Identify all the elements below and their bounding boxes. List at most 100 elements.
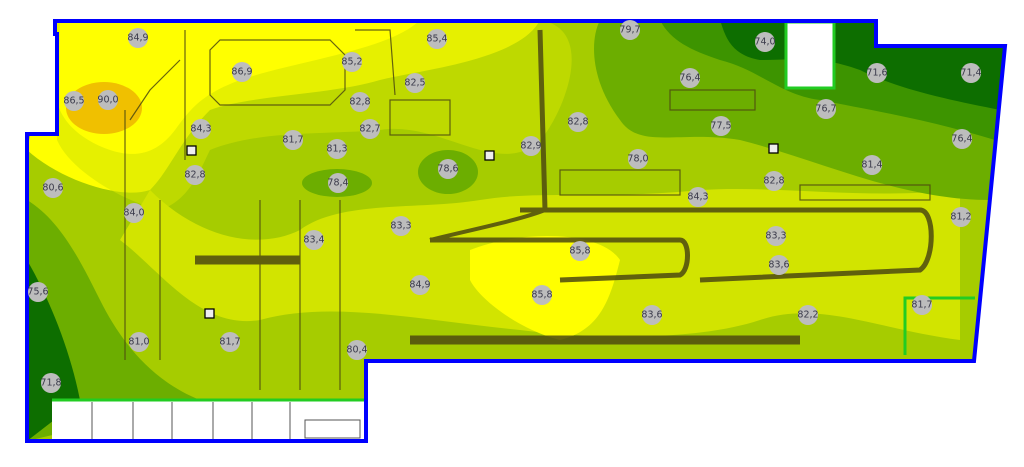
measurement-value: 82,8: [184, 170, 205, 181]
measurement-value: 85,2: [341, 57, 362, 68]
measurement-marker: [98, 90, 118, 110]
service-room-partitions: [91, 402, 361, 440]
measurement-value: 84,9: [127, 33, 148, 44]
measurement-point: 83,6: [768, 255, 790, 275]
measurement-value: 86,9: [231, 67, 252, 78]
measurement-point: 76,4: [951, 129, 973, 149]
measurement-point: 79,7: [619, 20, 641, 40]
measurement-point: 81,0: [128, 332, 150, 352]
measurement-point: 82,8: [184, 165, 206, 185]
measurement-value: 86,5: [63, 96, 84, 107]
measurement-point: 84,0: [123, 203, 145, 223]
measurement-point: 82,7: [359, 119, 381, 139]
measurement-point: 82,8: [567, 112, 589, 132]
measurement-point: 82,9: [520, 136, 542, 156]
measurement-value: 71,8: [40, 378, 61, 389]
measurement-value: 82,8: [349, 97, 370, 108]
service-rooms: [52, 400, 366, 441]
measurement-point: 84,9: [409, 275, 431, 295]
measurement-value: 84,3: [687, 192, 708, 203]
measurement-point: 83,6: [641, 305, 663, 325]
measurement-marker: [628, 149, 648, 169]
hall-outline: [25, 19, 1008, 443]
measurement-value: 82,9: [520, 141, 541, 152]
measurement-marker: [304, 230, 324, 250]
measurement-value: 81,4: [861, 160, 882, 171]
measurement-marker: [28, 282, 48, 302]
measurement-value: 75,6: [27, 287, 48, 298]
measurement-marker: [129, 332, 149, 352]
measurement-value: 83,3: [765, 231, 786, 242]
measurement-point: 84,3: [687, 187, 709, 207]
measurement-point: 77,5: [710, 116, 732, 136]
measurement-value: 84,9: [409, 280, 430, 291]
measurement-point: 75,6: [27, 282, 49, 302]
measurement-point: 86,9: [231, 62, 253, 82]
measurement-value: 83,6: [641, 310, 662, 321]
contour-85-88-northwest: [57, 21, 420, 154]
measurement-marker: [680, 68, 700, 88]
measurement-marker: [191, 119, 211, 139]
measurement-value: 81,0: [128, 337, 149, 348]
measurement-marker: [41, 373, 61, 393]
measurement-value: 81,7: [911, 300, 932, 311]
measurement-value: 81,7: [282, 135, 303, 146]
measurement-value: 71,6: [866, 68, 887, 79]
measurement-point: 82,2: [797, 305, 819, 325]
measurement-point: 90,0: [97, 90, 119, 110]
measurement-marker: [342, 52, 362, 72]
measurement-value: 90,0: [97, 95, 118, 106]
measurement-value: 71,4: [960, 68, 981, 79]
measurement-point: 82,8: [763, 171, 785, 191]
measurement-marker: [912, 295, 932, 315]
measurement-marker: [798, 305, 818, 325]
measurement-value: 78,0: [627, 154, 648, 165]
measurement-marker: [620, 20, 640, 40]
measurement-value: 76,7: [815, 104, 836, 115]
measurement-value: 84,0: [123, 208, 144, 219]
measurement-point: 86,5: [63, 91, 85, 111]
measurement-value: 85,8: [531, 290, 552, 301]
measurement-marker: [283, 130, 303, 150]
measurement-marker: [642, 305, 662, 325]
measurement-marker: [438, 159, 458, 179]
measurement-point: 71,4: [960, 63, 982, 83]
measurement-point: 82,5: [404, 73, 426, 93]
measurement-point: 81,7: [282, 130, 304, 150]
measurement-point: 81,4: [861, 155, 883, 175]
measurement-value: 80,4: [346, 345, 367, 356]
measurement-value: 78,4: [327, 178, 348, 189]
measurement-marker: [862, 155, 882, 175]
measurement-marker: [816, 99, 836, 119]
measurement-marker: [128, 28, 148, 48]
measurement-marker: [220, 332, 240, 352]
measurement-point: 80,6: [42, 178, 64, 198]
measurement-value: 83,6: [768, 260, 789, 271]
measurement-point: 83,3: [765, 226, 787, 246]
floorplan-lines: [124, 29, 934, 390]
measurement-point: 71,6: [866, 63, 888, 83]
measurement-marker: [43, 178, 63, 198]
measurement-marker: [568, 112, 588, 132]
measurement-value: 85,8: [569, 246, 590, 257]
measurement-marker: [391, 216, 411, 236]
measurement-marker: [766, 226, 786, 246]
measurement-value: 74,0: [754, 37, 775, 48]
measurement-point: 85,8: [531, 285, 553, 305]
measurement-point: 76,7: [815, 99, 837, 119]
measurement-point: 85,8: [569, 241, 591, 261]
measurement-marker: [764, 171, 784, 191]
measurement-value: 78,6: [437, 164, 458, 175]
measurement-value: 77,5: [710, 121, 731, 132]
measurement-marker: [185, 165, 205, 185]
measurement-marker: [124, 203, 144, 223]
measurement-marker: [769, 255, 789, 275]
measurement-value: 83,4: [303, 235, 324, 246]
measurement-point: 84,9: [127, 28, 149, 48]
measurement-value: 81,3: [326, 144, 347, 155]
measurement-point: 74,0: [754, 32, 776, 52]
measurement-marker: [867, 63, 887, 83]
measurement-point: 78,0: [627, 149, 649, 169]
